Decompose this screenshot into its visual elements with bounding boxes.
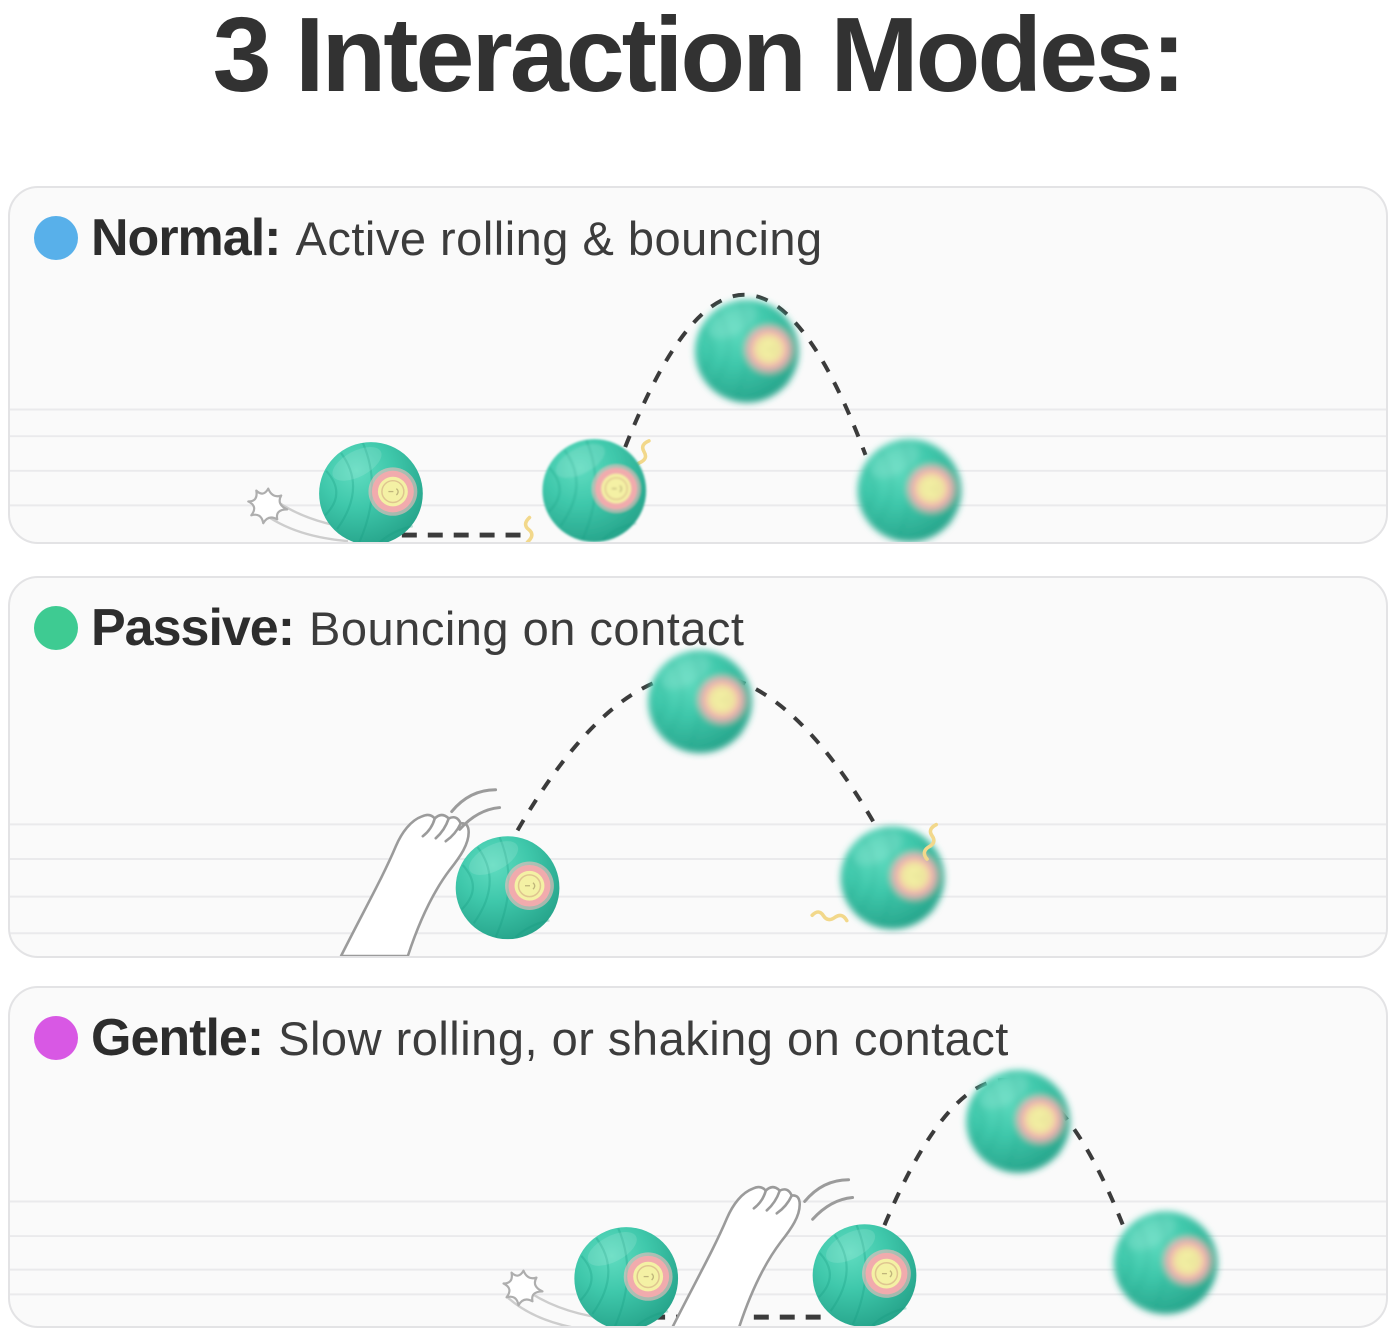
ball-bounce-apex <box>648 648 752 753</box>
swish-lines-icon <box>803 1178 855 1221</box>
mode-description: Active rolling & bouncing <box>295 211 823 265</box>
mode-label: Passive: <box>91 599 295 657</box>
floor-lines <box>10 823 1386 935</box>
mode-panel-normal: Normal: Active rolling & bouncing <box>8 186 1388 544</box>
mode-panel-passive: Passive: Bouncing on contact <box>8 576 1388 958</box>
mode-header: Gentle: Slow rolling, or shaking on cont… <box>34 1008 1009 1068</box>
passive-illustration <box>10 578 1386 956</box>
mode-header: Normal: Active rolling & bouncing <box>34 208 823 268</box>
mode-description: Bouncing on contact <box>309 601 745 655</box>
paw-icon <box>339 813 470 956</box>
bounce-arc <box>623 292 868 456</box>
normal-illustration <box>10 292 1386 542</box>
mode-label: Gentle: <box>91 1009 264 1067</box>
mode-description: Slow rolling, or shaking on contact <box>278 1011 1009 1065</box>
ball-landing <box>1114 1209 1218 1314</box>
ball-hit-by-paw <box>454 833 561 941</box>
mode-panel-gentle: Gentle: Slow rolling, or shaking on cont… <box>8 986 1388 1328</box>
ball-rolling <box>318 438 424 542</box>
ball-landing <box>858 437 962 542</box>
ball-rolling <box>573 1223 680 1326</box>
ball-landing <box>841 824 945 929</box>
vibration-zigzag-icon <box>520 515 536 542</box>
ball-launching <box>542 437 646 542</box>
paw-icon <box>670 1185 802 1326</box>
vibration-wavy-icon <box>810 907 850 926</box>
gentle-mode-dot <box>34 1016 78 1060</box>
ball-hit-by-paw <box>811 1220 918 1326</box>
mode-header: Passive: Bouncing on contact <box>34 598 744 658</box>
gentle-illustration <box>10 988 1386 1326</box>
star-burst-icon <box>247 487 289 525</box>
page-title: 3 Interaction Modes: <box>212 0 1187 114</box>
normal-mode-dot <box>34 216 78 260</box>
mode-label: Normal: <box>91 209 281 267</box>
floor-lines <box>10 408 1386 507</box>
passive-mode-dot <box>34 606 78 650</box>
